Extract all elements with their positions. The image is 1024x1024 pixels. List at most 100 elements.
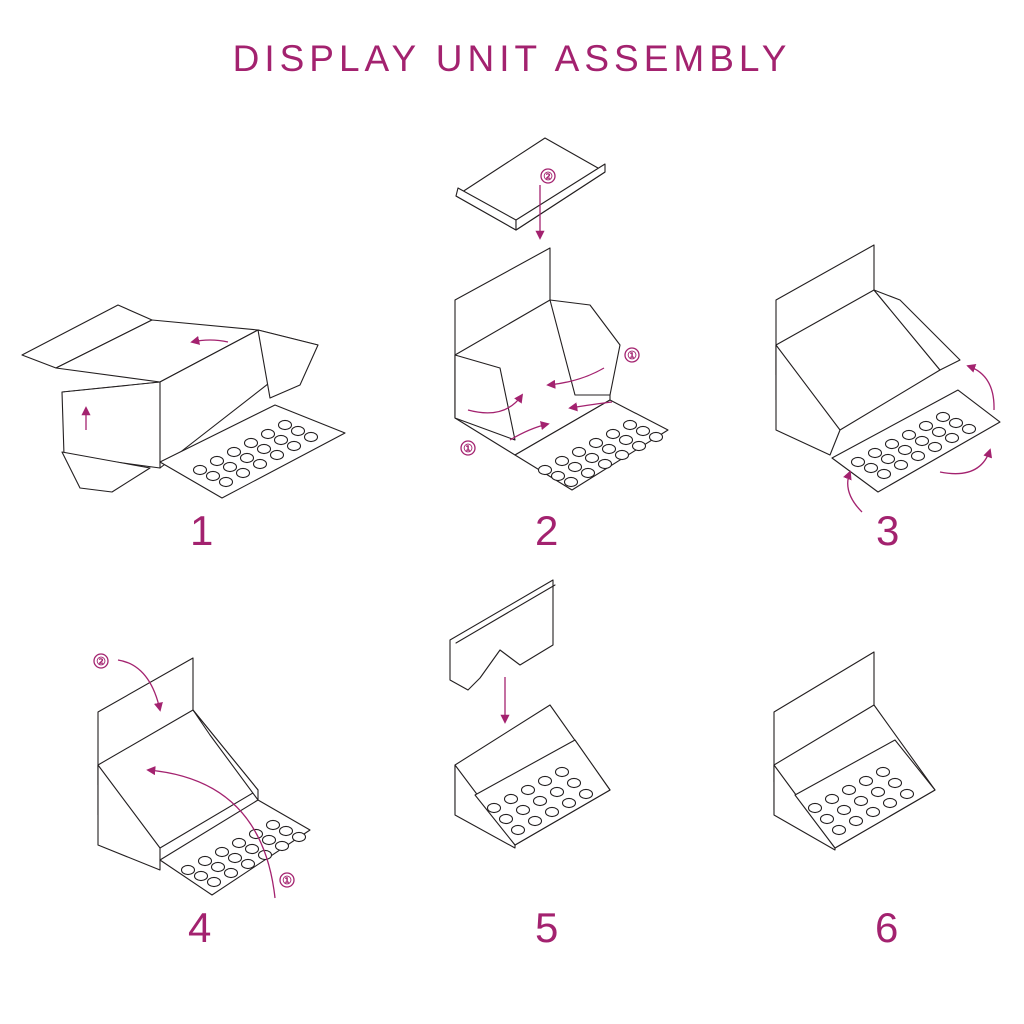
tray-hole — [537, 464, 553, 476]
tray-hole — [588, 437, 604, 449]
tray-hole — [206, 876, 222, 888]
tray-hole — [197, 855, 213, 867]
tray-hole — [631, 440, 647, 452]
tray-hole — [240, 858, 256, 870]
tray-hole — [265, 819, 281, 831]
tray-hole — [269, 449, 285, 461]
tray-hole — [257, 849, 273, 861]
tray-hole — [880, 453, 896, 465]
tray-hole — [291, 831, 307, 843]
tray-hole — [563, 476, 579, 488]
tray-hole — [537, 775, 553, 787]
tray-hole — [520, 784, 536, 796]
tray-hole — [870, 786, 886, 798]
tray-hole — [807, 802, 823, 814]
step-2-callout-1b: ① — [463, 443, 473, 455]
tray-hole — [274, 840, 290, 852]
tray-hole — [192, 464, 208, 476]
page-title: DISPLAY UNIT ASSEMBLY — [232, 38, 792, 79]
tray-hole — [865, 806, 881, 818]
tray-hole — [571, 446, 587, 458]
tray-hole — [261, 834, 277, 846]
tray-hole — [858, 775, 874, 787]
tray-hole — [193, 870, 209, 882]
tray-hole — [618, 434, 634, 446]
tray-hole — [961, 423, 977, 435]
tray-hole — [635, 425, 651, 437]
tray-hole — [214, 846, 230, 858]
step-1-illustration — [21, 304, 346, 499]
tray-hole — [235, 467, 251, 479]
tray-hole — [578, 788, 594, 800]
tray-hole — [222, 461, 238, 473]
tray-hole — [243, 437, 259, 449]
tray-hole — [286, 440, 302, 452]
tray-hole — [544, 806, 560, 818]
step-6-tray-holes — [807, 766, 915, 836]
tray-hole — [914, 435, 930, 447]
step-2-illustration: ② ① ① — [454, 137, 669, 491]
step-2-callout-2: ② — [543, 171, 553, 183]
tray-hole — [566, 777, 582, 789]
tray-hole — [850, 456, 866, 468]
tray-hole — [527, 815, 543, 827]
step-1-tray-holes — [192, 419, 319, 488]
tray-hole — [605, 428, 621, 440]
tray-hole — [927, 441, 943, 453]
tray-hole — [205, 470, 221, 482]
step-3-illustration — [775, 244, 1001, 513]
step-2-callout-1a: ① — [627, 350, 637, 362]
tray-hole — [882, 797, 898, 809]
tray-hole — [277, 419, 293, 431]
tray-hole — [256, 443, 272, 455]
step-3-number: 3 — [876, 507, 899, 554]
tray-hole — [554, 455, 570, 467]
tray-hole — [910, 450, 926, 462]
tray-hole — [614, 449, 630, 461]
tray-hole — [239, 452, 255, 464]
tray-hole — [303, 431, 319, 443]
tray-hole — [231, 837, 247, 849]
tray-hole — [897, 444, 913, 456]
step-4-illustration: ② ① — [93, 653, 311, 899]
tray-hole — [887, 777, 903, 789]
step-6-illustration — [773, 651, 936, 851]
step-4-callout-1: ① — [282, 875, 292, 887]
tray-hole — [486, 802, 502, 814]
tray-hole — [515, 804, 531, 816]
tray-hole — [244, 843, 260, 855]
tray-hole — [273, 434, 289, 446]
step-4-tray-holes — [180, 819, 307, 888]
step-5-tray-holes — [486, 766, 594, 836]
step-2-number: 2 — [535, 507, 558, 554]
tray-hole — [210, 861, 226, 873]
tray-hole — [944, 432, 960, 444]
step-2-tray-holes — [537, 419, 664, 488]
tray-hole — [622, 419, 638, 431]
tray-hole — [227, 852, 243, 864]
tray-hole — [260, 428, 276, 440]
tray-hole — [875, 766, 891, 778]
tray-hole — [209, 455, 225, 467]
tray-hole — [648, 431, 664, 443]
tray-hole — [252, 458, 268, 470]
tray-hole — [580, 467, 596, 479]
step-1-number: 1 — [190, 507, 213, 554]
step-5-illustration — [449, 579, 611, 849]
tray-hole — [884, 438, 900, 450]
tray-hole — [290, 425, 306, 437]
tray-hole — [867, 447, 883, 459]
tray-hole — [601, 443, 617, 455]
tray-hole — [935, 411, 951, 423]
tray-hole — [223, 867, 239, 879]
tray-hole — [819, 813, 835, 825]
tray-hole — [824, 793, 840, 805]
tray-hole — [498, 813, 514, 825]
tray-hole — [180, 864, 196, 876]
tray-hole — [931, 426, 947, 438]
tray-hole — [899, 788, 915, 800]
tray-hole — [567, 461, 583, 473]
tray-hole — [831, 824, 847, 836]
step-4-callout-2: ② — [96, 656, 106, 668]
